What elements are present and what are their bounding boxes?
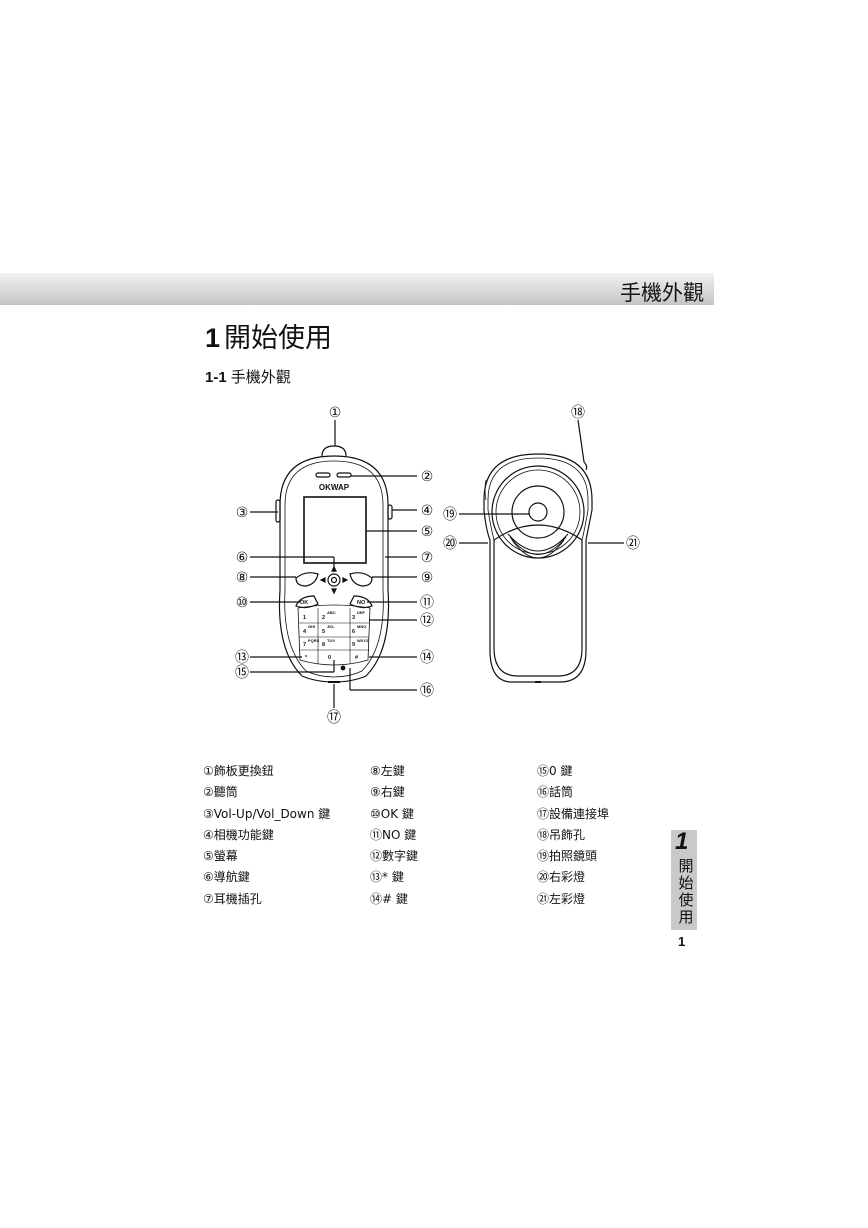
legend-item: ⑳右彩燈 [537,870,586,885]
key-4-label: 4 [303,629,307,635]
camera-lens [528,502,548,522]
section-header-band: 手機外觀 [0,273,714,305]
legend-item: ⑩OK 鍵 [370,806,414,821]
callout-4: ④ [421,503,434,519]
legend-item: ①飾板更換鈕 [203,764,274,778]
key-9-label: 9 [352,642,355,648]
key-4-letters: GHI [308,624,315,629]
key-2-letters: ABC [327,610,336,615]
legend-item: ⑬* 鍵 [370,870,404,885]
legend-item: ⑮0 鍵 [537,764,573,778]
phone-diagram: OKWAP OK NO 1 2 ABC 3 DEF 4 GHI 5 JKL 6 … [235,405,640,726]
legend-column-1: ①飾板更換鈕 ②聽筒 ③Vol-Up/Vol_Down 鍵 ④相機功能鍵 ⑤螢幕… [203,761,330,910]
side-tab-char: 開 [678,857,694,875]
callout-18: ⑱ [571,405,585,421]
callout-10: ⑩ [236,595,249,611]
legend-item: ⑤螢幕 [203,849,238,864]
key-3-letters: DEF [357,610,366,615]
brand-logo: OKWAP [319,483,350,492]
legend-item: ⑯話筒 [537,785,574,800]
callout-14: ⑭ [420,650,434,666]
side-tab-char: 用 [678,908,694,926]
page-number: 1 [678,934,686,949]
microphone [340,665,346,671]
callout-9: ⑨ [421,570,434,586]
callout-20: ⑳ [443,536,457,552]
key-8-label: 8 [322,642,325,648]
left-soft-key [295,572,319,587]
key-hash-label: # [355,655,358,661]
legend-item: ⑦耳機插孔 [203,891,262,906]
key-no-label: NO [357,600,366,606]
callout-3: ③ [236,505,249,521]
key-7-label: 7 [303,642,306,648]
battery-cover [493,524,583,677]
legend-item: ⑧左鍵 [370,764,405,778]
key-ok-label: OK [300,600,308,606]
legend-item: ㉑左彩燈 [537,891,586,906]
legend-item: ⑰設備連接埠 [537,806,610,821]
callout-11: ⑪ [420,595,434,611]
callout-21: ㉑ [626,536,640,552]
nav-key [327,573,341,587]
side-tab-number: 1 [675,828,689,855]
legend-item: ⑱吊飾孔 [537,827,586,842]
callout-5: ⑤ [421,524,434,540]
legend-item: ⑲拍照鏡頭 [537,849,598,864]
section-number: 1-1 [205,369,227,386]
legend-item: ②聽筒 [203,785,238,800]
chapter-title: 開始使用 [224,323,333,354]
legend-item: ⑫數字鍵 [370,849,419,864]
key-6-letters: MNO [357,624,366,629]
key-9-letters: WXYZ [357,638,369,643]
key-1-label: 1 [303,615,306,621]
legend-column-3: ⑮0 鍵 ⑯話筒 ⑰設備連接埠 ⑱吊飾孔 ⑲拍照鏡頭 ⑳右彩燈 ㉑左彩燈 [537,761,609,910]
key-2-label: 2 [322,615,325,621]
camera-lens-ring [511,485,565,539]
section-title: 手機外觀 [230,368,291,386]
faceplate-release-nub [321,445,347,457]
callout-1: ① [329,405,342,421]
key-star-label: * [305,655,308,661]
legend-item: ⑥導航鍵 [203,870,250,885]
earpiece [315,472,331,478]
callout-6: ⑥ [236,550,249,566]
side-tab-char: 始 [678,874,694,892]
legend-column-2: ⑧左鍵 ⑨右鍵 ⑩OK 鍵 ⑪NO 鍵 ⑫數字鍵 ⑬* 鍵 ⑭# 鍵 [370,761,418,910]
side-tab-char: 使 [678,891,694,909]
callout-2: ② [421,469,434,485]
callout-19: ⑲ [443,507,457,523]
section-header-title: 手機外觀 [620,281,704,305]
key-5-label: 5 [322,629,325,635]
camera-lens-outer [491,465,585,559]
key-6-label: 6 [352,629,355,635]
callout-7: ⑦ [421,550,434,566]
chapter-side-tab [671,830,697,930]
callout-13: ⑬ [235,650,249,666]
screen [303,496,367,564]
side-tab-title: 開 始 使 用 [676,858,696,926]
callout-12: ⑫ [420,613,434,629]
strap-hole [583,461,588,471]
legend-item: ⑨右鍵 [370,785,405,800]
legend-item: ⑪NO 鍵 [370,827,417,842]
callout-16: ⑯ [420,683,434,699]
legend-item: ⑭# 鍵 [370,891,408,906]
legend-item: ③Vol-Up/Vol_Down 鍵 [203,806,331,821]
key-7-letters: PQRS [308,638,320,643]
legend-item: ④相機功能鍵 [203,827,274,842]
callout-8: ⑧ [236,570,249,586]
back-phone-body [483,453,593,683]
key-3-label: 3 [352,615,355,621]
key-0-label: 0 [328,655,331,661]
right-soft-key [349,572,373,587]
chapter-number: 1 [205,323,221,353]
callout-17: ⑰ [327,710,341,726]
callout-15: ⑮ [235,665,249,681]
key-8-letters: TUV [327,638,335,643]
key-5-letters: JKL [327,624,335,629]
